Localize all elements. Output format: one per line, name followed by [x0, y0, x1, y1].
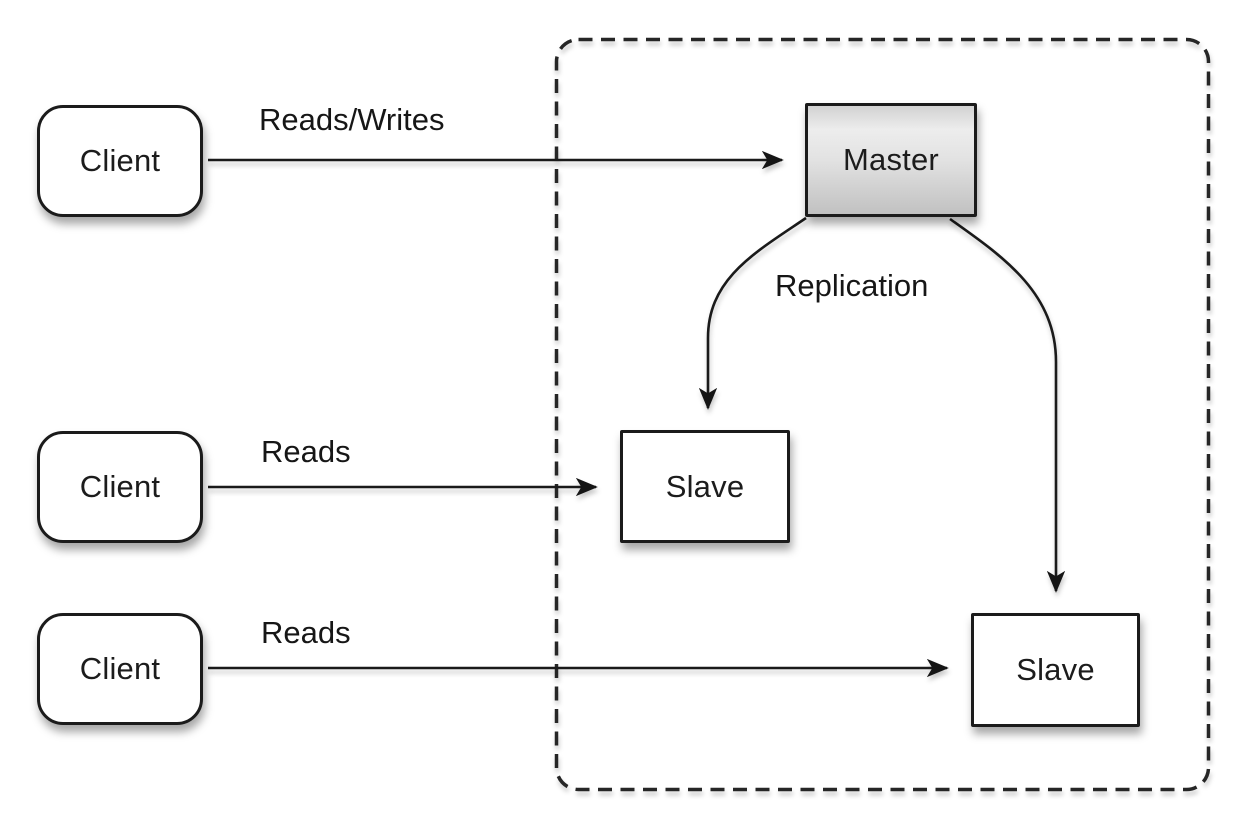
arrow-replication-master-to-slave-right	[949, 217, 1066, 593]
edge-label-reads-middle: Reads	[261, 434, 351, 469]
node-client-bottom-label: Client	[79, 651, 161, 686]
node-slave-right: Slave	[971, 613, 1140, 727]
node-client-top-label: Client	[79, 143, 161, 178]
replication-group-boundary	[554, 37, 1211, 792]
node-slave-left-label: Slave	[665, 468, 745, 504]
node-client-bottom: Client	[37, 613, 203, 725]
arrow-replication-master-to-slave-left	[698, 216, 807, 410]
node-slave-left: Slave	[620, 430, 790, 543]
edge-label-reads-bottom: Reads	[261, 615, 351, 650]
node-slave-right-label: Slave	[1016, 652, 1095, 687]
node-client-middle-label: Client	[79, 469, 161, 504]
node-client-top: Client	[37, 105, 203, 217]
node-client-middle: Client	[37, 431, 203, 543]
node-master-label: Master	[843, 142, 939, 177]
edge-label-replication: Replication	[775, 268, 929, 303]
node-master: Master	[805, 103, 977, 217]
edge-label-reads-writes: Reads/Writes	[259, 102, 445, 137]
